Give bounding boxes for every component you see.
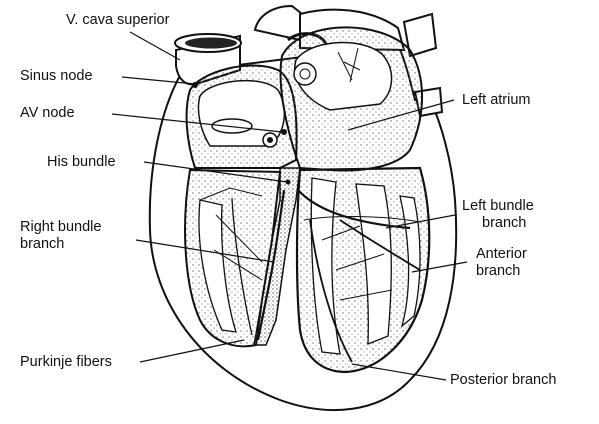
label-anterior-branch-line2: branch (476, 263, 527, 280)
label-left-bundle-branch-line2: branch (462, 215, 534, 232)
label-vena-cava-superior: V. cava superior (66, 12, 169, 29)
sinus-node-marker (192, 82, 198, 88)
label-purkinje-fibers: Purkinje fibers (20, 354, 112, 371)
label-av-node: AV node (20, 105, 75, 122)
label-right-bundle-branch: Right bundle branch (20, 219, 101, 253)
tricuspid-opening (212, 119, 252, 133)
label-anterior-branch: Anterior branch (476, 246, 527, 280)
label-left-bundle-branch-line1: Left bundle (462, 198, 534, 215)
label-left-bundle-branch: Left bundle branch (462, 198, 534, 232)
leader-vena-cava (130, 32, 180, 60)
label-right-bundle-branch-line1: Right bundle (20, 219, 101, 236)
label-right-bundle-branch-line2: branch (20, 236, 101, 253)
label-his-bundle: His bundle (47, 154, 116, 171)
label-left-atrium: Left atrium (462, 92, 531, 109)
left-atrium-chamber (281, 27, 422, 170)
label-posterior-branch: Posterior branch (450, 372, 556, 389)
label-anterior-branch-line1: Anterior (476, 246, 527, 263)
label-sinus-node: Sinus node (20, 68, 93, 85)
